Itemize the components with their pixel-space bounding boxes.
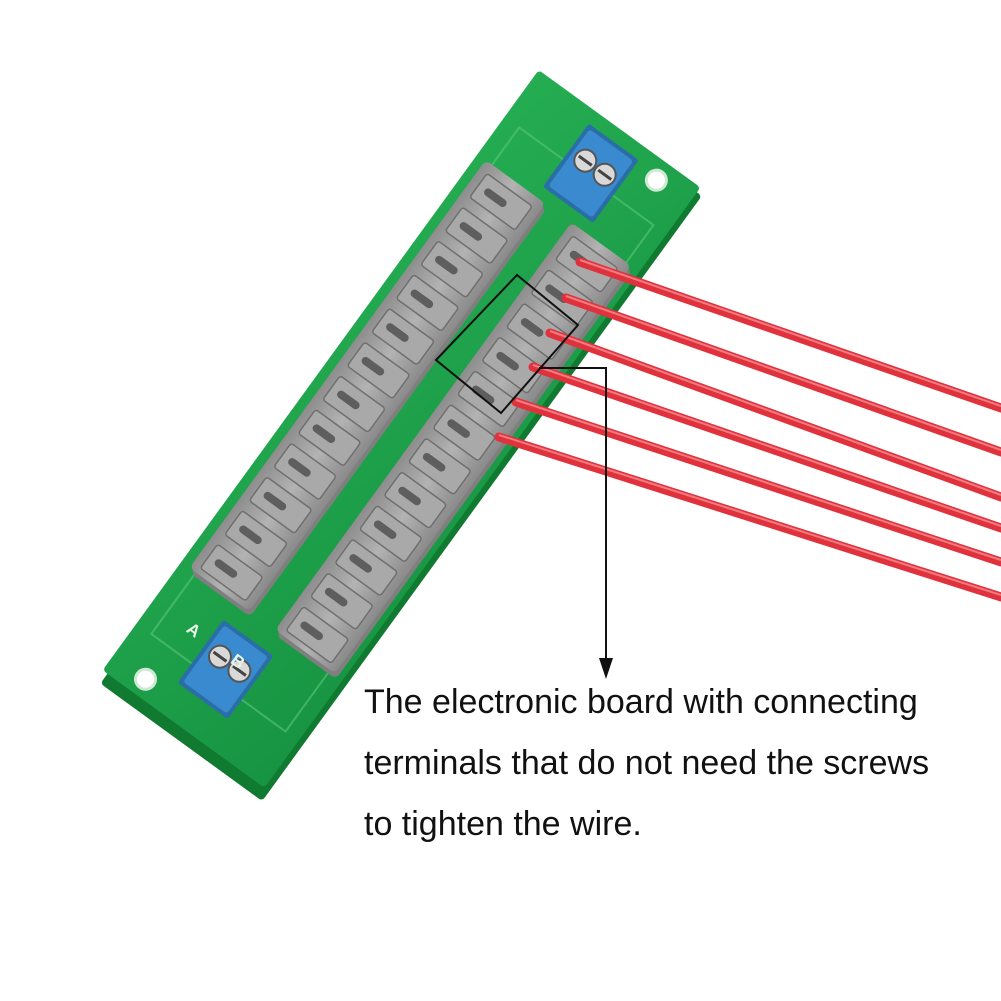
wire-entry-hole: [373, 520, 397, 539]
wire-entry-hole: [214, 559, 238, 578]
mounting-hole-bottom: [134, 667, 158, 691]
wire-entry-hole: [447, 419, 470, 438]
caption: The electronic board with connecting ter…: [364, 672, 984, 855]
caption-line-2: terminals that do not need the screws: [364, 744, 930, 782]
caption-line-1: The electronic board with connecting: [364, 683, 918, 721]
red-wire-highlight: [532, 364, 1001, 527]
wire-entry-hole: [459, 222, 483, 241]
spring-terminal-block-right: [277, 224, 630, 677]
wire-entry-hole: [484, 188, 507, 208]
caption-line-3: to tighten the wire.: [364, 805, 642, 843]
screw-terminal-top: [544, 124, 638, 222]
red-wire-highlight: [549, 330, 1001, 496]
pcb-board: [101, 71, 701, 800]
wire-entry-hole: [349, 554, 372, 573]
red-wire: [561, 293, 1001, 457]
wire-entry-hole: [386, 323, 409, 342]
mounting-hole-top: [644, 168, 668, 192]
red-wire: [575, 257, 1001, 413]
wire-entry-hole: [239, 525, 262, 545]
screw-terminal-bottom: [178, 620, 273, 718]
red-wire-highlight: [515, 399, 1001, 561]
wire-entry-hole: [300, 621, 323, 641]
wire-entry-hole: [337, 390, 360, 410]
red-wire-highlight: [498, 434, 1001, 596]
wire-entry-hole: [422, 452, 446, 472]
red-wire: [511, 397, 1001, 567]
wire-entry-hole: [520, 318, 544, 337]
wire-entry-hole: [496, 351, 519, 371]
red-wire-highlight: [579, 259, 1001, 407]
spring-terminal-block-left: [191, 162, 545, 615]
wire-entry-hole: [361, 356, 385, 376]
wire-entry-hole: [410, 289, 434, 309]
wire-entry-hole: [263, 491, 287, 511]
red-wires: [494, 257, 1001, 602]
red-wire-highlight: [565, 295, 1001, 451]
wire-entry-hole: [288, 458, 311, 477]
wire-entry-hole: [312, 424, 336, 443]
callout-arrowhead: [599, 658, 613, 679]
wire-entry-hole: [471, 385, 495, 405]
wire-entry-hole: [398, 486, 421, 506]
red-wire: [528, 362, 1001, 533]
wire-entry-hole: [435, 255, 458, 275]
callout: [434, 273, 613, 679]
callout-box: [434, 273, 580, 415]
red-wire: [494, 432, 1001, 602]
wire-entry-hole: [324, 587, 348, 607]
callout-leader: [539, 367, 607, 660]
red-wire: [545, 328, 1001, 502]
